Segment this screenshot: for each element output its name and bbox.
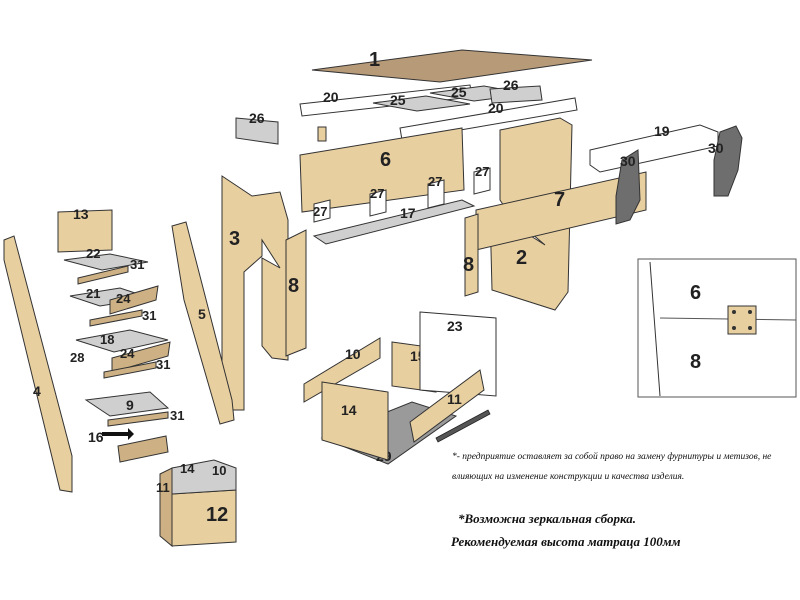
inset-screw-icon <box>748 326 752 330</box>
label-part-31-d: 31 <box>170 408 184 423</box>
label-part-9: 9 <box>126 397 134 413</box>
small-connector-block <box>317 126 327 142</box>
label-part-7: 7 <box>554 189 565 211</box>
label-part-26-b: 26 <box>249 110 265 126</box>
part-14-drawer-front <box>321 381 389 461</box>
label-part-26-a: 26 <box>503 77 519 93</box>
label-part-25-a: 25 <box>390 92 406 108</box>
part-27-bracket-b <box>369 189 387 217</box>
part-31-riser-c <box>103 361 157 379</box>
part-8-post-left <box>285 229 307 357</box>
part-16-strip <box>117 435 169 463</box>
part-11-drawer-side <box>409 369 485 443</box>
part-26-bracket-right <box>489 85 543 104</box>
label-part-25-b: 25 <box>451 84 467 100</box>
label-part-24-a: 24 <box>116 291 131 306</box>
part-25-crossbar-a <box>372 95 471 112</box>
label-part-11-a: 11 <box>447 391 462 407</box>
label-part-21: 21 <box>86 286 100 301</box>
note-line-2: влияющих на изменение конструкции и каче… <box>452 472 685 482</box>
label-part-19: 19 <box>654 123 670 139</box>
part-22-step <box>63 253 149 271</box>
label-part-13: 13 <box>73 206 89 222</box>
part-24-divider-b <box>111 341 171 373</box>
inset-screw-icon <box>732 326 736 330</box>
arrow-icon <box>102 428 134 440</box>
inset-label-8: 8 <box>690 351 701 373</box>
label-part-27-a: 27 <box>313 204 327 219</box>
part-13-panel <box>57 209 113 253</box>
detail-inset-frame <box>637 258 797 398</box>
inset-label-6: 6 <box>690 282 701 304</box>
label-part-6: 6 <box>380 149 391 171</box>
label-part-27-d: 27 <box>475 164 489 179</box>
label-part-20-b: 20 <box>488 100 504 116</box>
label-part-10-a: 10 <box>345 346 361 362</box>
part-5-panel <box>171 221 235 425</box>
label-part-11-b: 11 <box>156 480 170 495</box>
part-20-slat-back <box>399 97 578 141</box>
part-9-step-base <box>84 391 170 417</box>
part-12-drawer-inside <box>171 459 237 495</box>
part-17-shelf-strip <box>312 199 476 245</box>
part-12-drawer-side <box>159 467 173 548</box>
label-part-30-b: 30 <box>708 140 724 156</box>
part-3-side-panel <box>221 175 289 411</box>
label-part-31-c: 31 <box>156 357 170 372</box>
part-31-riser-d <box>107 411 169 427</box>
label-part-22: 22 <box>86 246 100 261</box>
note-mirror-assembly: *Возможна зеркальная сборка. <box>458 511 636 526</box>
drawer-rail <box>435 409 491 443</box>
note-hardware-replacement: *- предприятие оставляет за собой право … <box>452 447 800 487</box>
part-26-bracket-left <box>235 117 279 145</box>
label-part-23: 23 <box>447 318 463 334</box>
label-part-12: 12 <box>206 504 228 526</box>
label-part-14-a: 14 <box>341 402 357 418</box>
part-30-bolster-right <box>713 125 743 197</box>
label-part-10-b: 10 <box>212 463 226 478</box>
note-mattress-height: Рекомендуемая высота матраца 100мм <box>451 534 681 549</box>
label-part-30-a: 30 <box>620 153 636 169</box>
inset-screw-icon <box>748 310 752 314</box>
label-part-28: 28 <box>70 350 84 365</box>
label-part-20-a: 20 <box>323 89 339 105</box>
label-part-2: 2 <box>516 247 527 269</box>
part-24-divider-a <box>109 285 159 315</box>
part-4-panel <box>3 235 73 493</box>
inset-post-edge <box>649 261 661 397</box>
label-part-27-b: 27 <box>370 186 384 201</box>
inset-screw-icon <box>732 310 736 314</box>
part-31-riser-b <box>89 309 143 327</box>
part-27-bracket-d <box>473 167 491 195</box>
label-part-3: 3 <box>229 228 240 250</box>
label-part-17: 17 <box>400 205 416 221</box>
label-part-5: 5 <box>198 306 206 322</box>
label-part-14-b: 14 <box>180 461 195 476</box>
label-part-31-b: 31 <box>142 308 156 323</box>
note-line-1: *- предприятие оставляет за собой право … <box>452 452 772 462</box>
label-part-8-center: 8 <box>463 254 474 276</box>
inset-connector-plate <box>727 305 757 335</box>
part-31-riser-a <box>77 265 129 285</box>
label-part-24-b: 24 <box>120 346 135 361</box>
part-8-post-center <box>464 213 479 297</box>
part-1-top-board <box>311 49 593 83</box>
label-part-8-left: 8 <box>288 275 299 297</box>
part-27-bracket-a <box>313 199 331 223</box>
part-18-step <box>75 329 169 353</box>
label-part-27-c: 27 <box>428 174 442 189</box>
part-30-bolster-left <box>615 149 641 225</box>
label-part-4: 4 <box>33 383 41 399</box>
label-part-18: 18 <box>100 332 114 347</box>
label-part-16: 16 <box>88 429 104 445</box>
label-part-31-a: 31 <box>130 257 144 272</box>
part-6-back-panel <box>299 127 465 213</box>
label-part-1: 1 <box>369 49 380 71</box>
